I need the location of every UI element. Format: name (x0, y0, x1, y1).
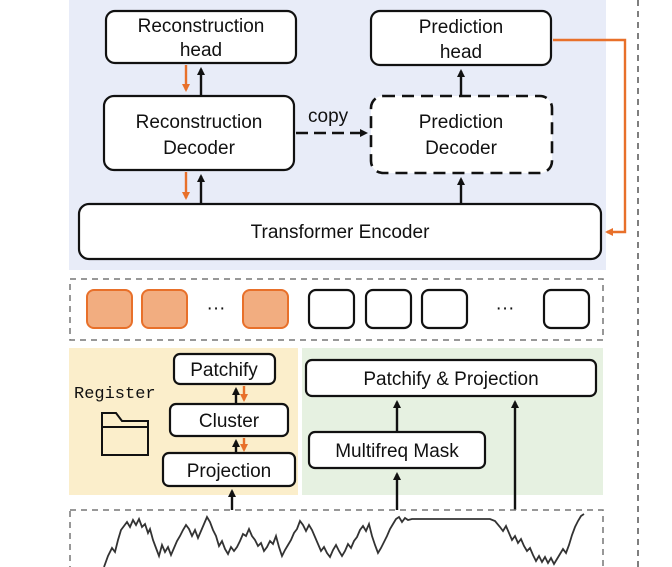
cluster-label: Cluster (199, 411, 260, 432)
patchify-box: Patchify (172, 352, 277, 386)
patchify-projection-box: Patchify & Projection (304, 358, 598, 398)
reconstruction-head-line1: Reconstruction (138, 16, 265, 37)
reconstruction-head-box: Reconstruction head (104, 9, 298, 65)
prediction-decoder-box: Prediction Decoder (369, 94, 554, 175)
orange-feedback-arrow (553, 38, 627, 236)
input-series-panel (69, 509, 604, 567)
reconstruction-decoder-box: Reconstruction Decoder (102, 94, 296, 172)
cluster-box: Cluster (168, 402, 290, 438)
masked-token-2 (141, 289, 188, 329)
token-2 (364, 288, 413, 330)
prediction-decoder-line1: Prediction (419, 112, 504, 133)
folder-icon (101, 412, 149, 456)
masked-token-3 (242, 289, 289, 329)
token-3 (420, 288, 469, 330)
patchify-label: Patchify (190, 360, 258, 381)
transformer-encoder-label: Transformer Encoder (251, 222, 430, 243)
reconstruction-decoder-line1: Reconstruction (136, 112, 263, 133)
masked-token-1 (86, 289, 133, 329)
projection-label: Projection (187, 461, 272, 482)
prediction-head-box: Prediction head (369, 9, 553, 67)
patchify-projection-label: Patchify & Projection (363, 369, 538, 390)
token-1 (307, 288, 356, 330)
prediction-head-line2: head (440, 42, 482, 63)
multifreq-mask-label: Multifreq Mask (335, 441, 459, 462)
reconstruction-head-line2: head (180, 40, 222, 61)
prediction-head-line1: Prediction (419, 17, 504, 38)
reconstruction-decoder-line2: Decoder (163, 138, 235, 159)
token-ellipsis-left: ··· (207, 298, 226, 319)
projection-box: Projection (161, 451, 297, 488)
copy-label: copy (308, 106, 349, 127)
register-label: Register (74, 385, 156, 404)
time-series-line (103, 513, 585, 567)
multifreq-mask-box: Multifreq Mask (307, 430, 487, 470)
prediction-decoder-line2: Decoder (425, 138, 497, 159)
token-ellipsis-right: ··· (496, 298, 515, 319)
transformer-encoder-box: Transformer Encoder (77, 202, 603, 261)
token-4 (542, 288, 591, 330)
